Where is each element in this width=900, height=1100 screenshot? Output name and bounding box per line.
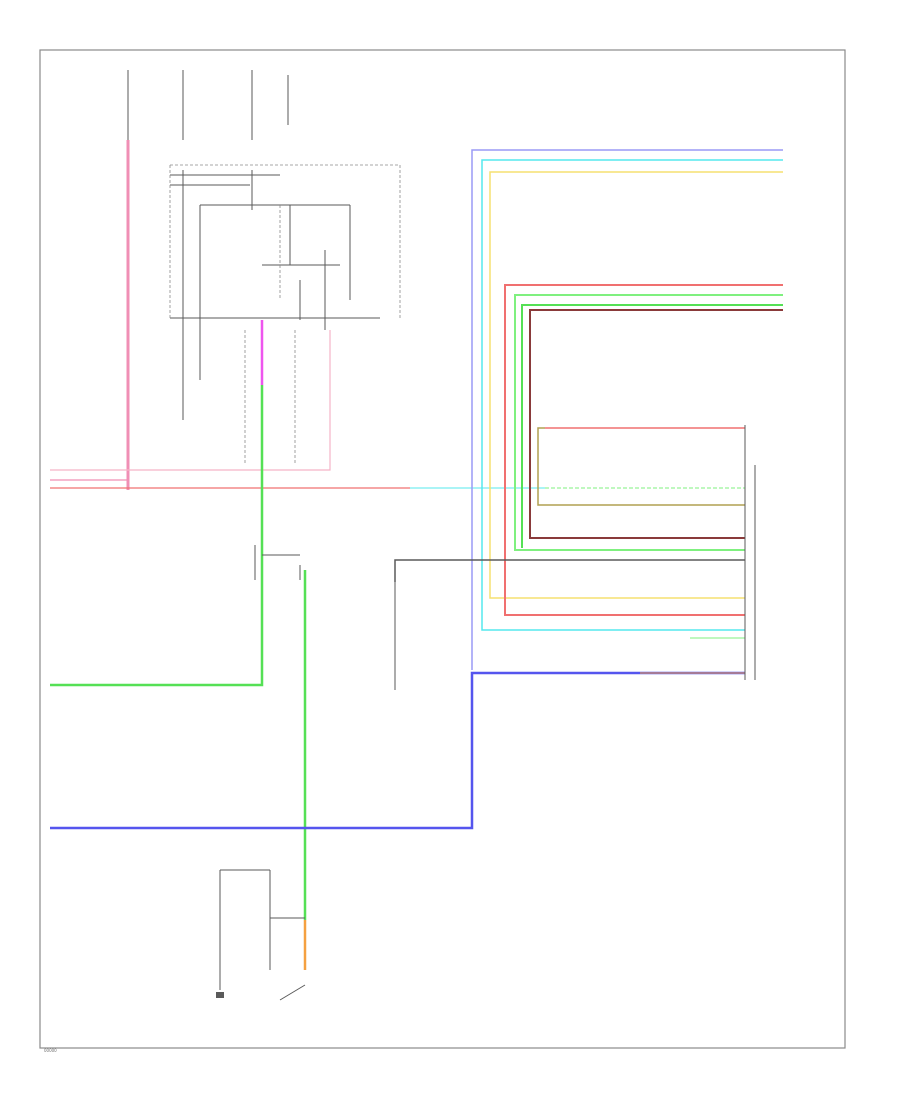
- wire-cyan-top: [481, 159, 783, 631]
- wire-red-mid: [504, 284, 783, 616]
- fuse-block: [127, 70, 380, 420]
- wire-olive-loop: [537, 427, 745, 506]
- harness-outline: [169, 164, 401, 465]
- wire-pink-bus-1: [50, 330, 331, 471]
- ground-symbol: [216, 992, 224, 998]
- wire-yellow-top: [489, 171, 783, 599]
- wire-maroon-mid: [529, 309, 783, 539]
- diagram-border: [39, 49, 846, 1049]
- wire-blue: [50, 671, 745, 830]
- wire-black-ground: [394, 559, 745, 582]
- wire-green-mid: [514, 294, 783, 551]
- wire-green-mid-2: [521, 304, 783, 548]
- wire-green-vertical: [50, 385, 264, 687]
- seat-belt-switch: [219, 869, 306, 1001]
- footer-label: 00000: [44, 1048, 57, 1053]
- occupant-switch: [254, 545, 396, 690]
- connector-block: [744, 425, 756, 680]
- wire-blue-light-top: [471, 149, 783, 670]
